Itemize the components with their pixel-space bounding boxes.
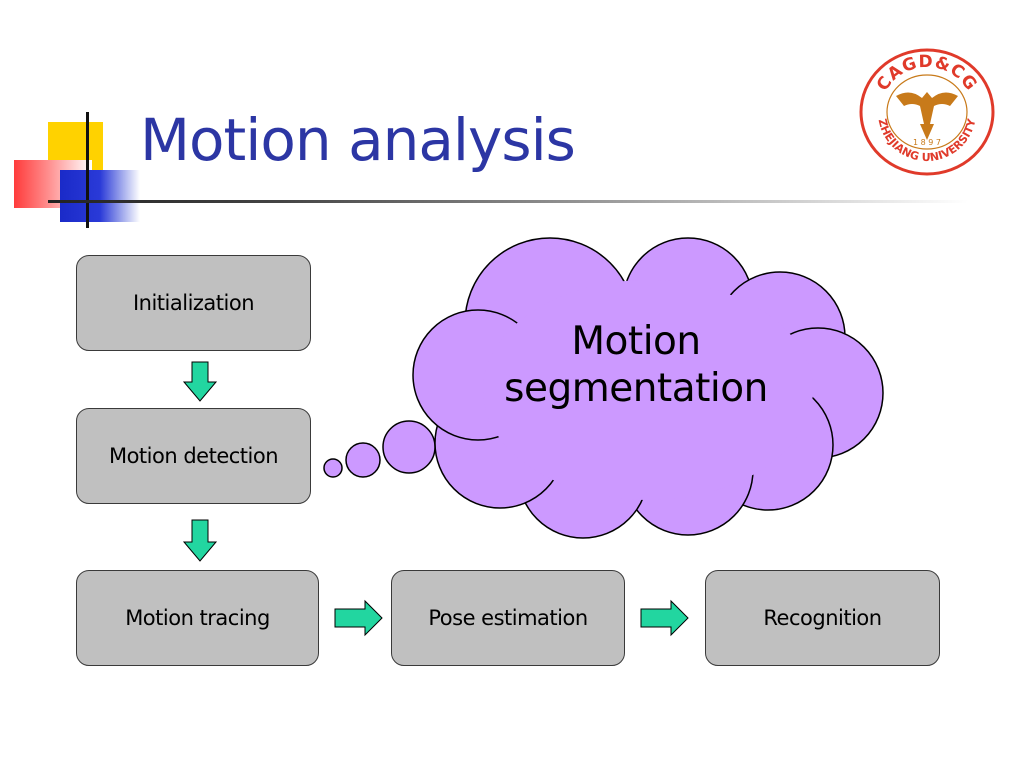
callout-line-2: segmentation xyxy=(504,366,768,411)
thought-bubble-small xyxy=(323,458,343,478)
title-underline xyxy=(48,200,968,203)
thought-bubble-large xyxy=(382,420,436,474)
flow-box-motion-detection: Motion detection xyxy=(76,408,311,504)
eagle-emblem-icon xyxy=(896,92,958,140)
callout-line-1: Motion xyxy=(571,319,701,364)
slide-title: Motion analysis xyxy=(140,106,576,174)
arrow-down-icon xyxy=(182,361,218,402)
zhejiang-university-logo: CAGD&CG 1 8 9 7 ZHEJIANG UNIVERSITY xyxy=(859,48,995,176)
logo-year: 1 8 9 7 xyxy=(913,138,941,147)
title-decoration-blue-bar xyxy=(60,170,140,222)
arrow-right-icon xyxy=(640,599,689,637)
arrow-down-icon xyxy=(182,519,218,562)
callout-text: Motion segmentation xyxy=(480,318,792,412)
flow-box-pose-estimation: Pose estimation xyxy=(391,570,625,666)
flow-box-motion-tracing: Motion tracing xyxy=(76,570,319,666)
title-decoration-vertical-line xyxy=(86,112,89,228)
arrow-right-icon xyxy=(334,599,383,637)
thought-bubble-medium xyxy=(345,442,381,478)
motion-segmentation-cloud xyxy=(323,237,884,539)
flow-box-initialization: Initialization xyxy=(76,255,311,351)
flow-box-recognition: Recognition xyxy=(705,570,940,666)
